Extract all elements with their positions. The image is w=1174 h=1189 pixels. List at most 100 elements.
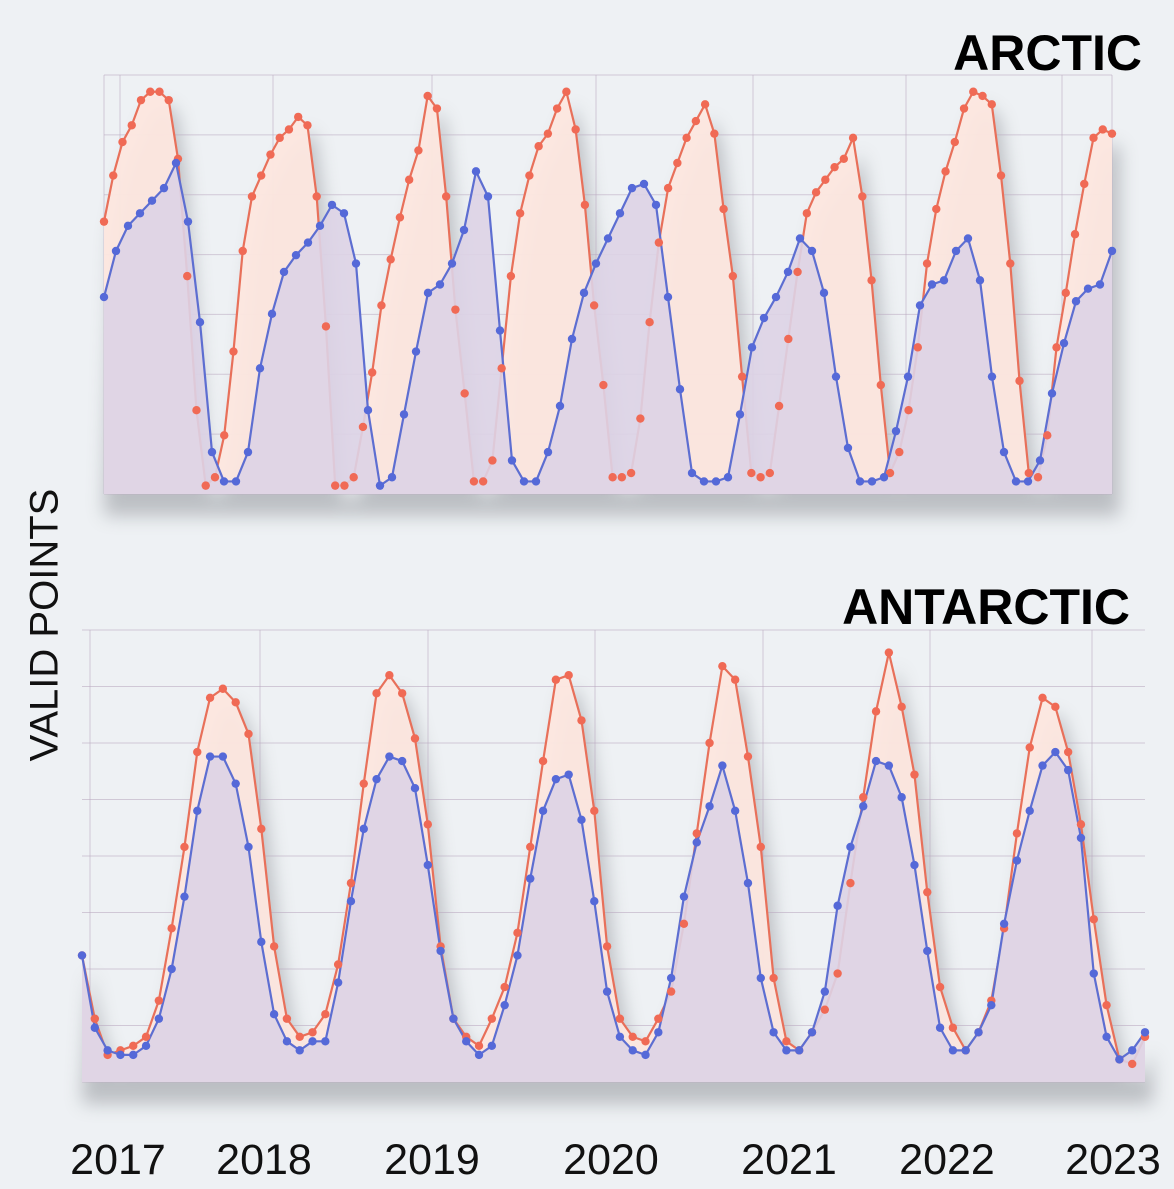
antarctic-red-data-point — [295, 1032, 304, 1042]
arctic-red-data-point — [155, 87, 164, 96]
arctic-red-data-point — [127, 121, 136, 130]
arctic-blue-data-point — [963, 234, 973, 243]
arctic-red-data-point — [414, 146, 423, 155]
arctic-red-data-point — [266, 150, 275, 159]
arctic-blue-data-point — [579, 288, 589, 298]
antarctic-red-data-point — [1076, 820, 1086, 829]
antarctic-blue-data-point — [999, 919, 1009, 928]
arctic-blue-data-point — [123, 221, 133, 231]
antarctic-blue-data-point — [782, 1046, 791, 1055]
antarctic-blue-data-point — [756, 973, 765, 983]
arctic-red-data-point — [349, 473, 358, 482]
antarctic-blue-data-point — [807, 1028, 817, 1037]
antarctic-red-data-point — [679, 919, 689, 928]
arctic-blue-data-point — [459, 225, 469, 235]
arctic-blue-data-point — [567, 334, 577, 344]
antarctic-red-data-point — [218, 684, 228, 693]
arctic-red-data-point — [710, 129, 719, 138]
antarctic-blue-data-point — [103, 1046, 112, 1055]
arctic-blue-data-point — [867, 477, 877, 486]
antarctic-blue-data-point — [526, 874, 535, 883]
arctic-red-data-point — [118, 137, 127, 147]
antarctic-red-data-point — [90, 1014, 100, 1023]
arctic-blue-data-point — [135, 209, 145, 218]
antarctic-red-data-point — [1012, 829, 1022, 838]
arctic-blue-data-point — [423, 288, 433, 298]
antarctic-red-data-point — [871, 707, 881, 716]
antarctic-blue-data-point — [487, 1041, 497, 1051]
antarctic-blue-data-point — [193, 806, 202, 815]
antarctic-blue-data-point — [333, 978, 343, 987]
antarctic-blue-data-point — [436, 946, 445, 956]
arctic-red-data-point — [1043, 431, 1052, 440]
arctic-blue-data-point — [231, 477, 241, 486]
arctic-blue-data-point — [699, 477, 709, 486]
arctic-blue-data-point — [531, 477, 541, 486]
antarctic-red-data-point — [231, 698, 240, 707]
antarctic-red-data-point — [141, 1032, 151, 1042]
arctic-red-data-point — [784, 334, 793, 344]
arctic-blue-data-point — [987, 372, 997, 381]
antarctic-red-data-point — [385, 671, 394, 680]
antarctic-red-data-point — [615, 1014, 625, 1023]
arctic-blue-data-point — [495, 326, 505, 335]
antarctic-blue-data-point — [321, 1037, 330, 1046]
arctic-red-data-point — [950, 137, 959, 147]
antarctic-title: ANTARCTIC — [842, 579, 1130, 635]
arctic-red-data-point — [497, 364, 506, 373]
antarctic-red-data-point — [205, 693, 215, 702]
arctic-blue-data-point — [411, 347, 421, 356]
antarctic-red-data-point — [641, 1037, 650, 1046]
arctic-red-data-point — [959, 104, 969, 113]
antarctic-blue-data-point — [666, 973, 676, 983]
arctic-red-data-point — [515, 209, 525, 218]
antarctic-blue-data-point — [500, 1000, 509, 1010]
arctic-red-data-point — [904, 406, 913, 415]
arctic-red-data-point — [876, 380, 886, 390]
antarctic-red-data-point — [193, 747, 202, 757]
antarctic-blue-data-point — [1025, 806, 1034, 815]
arctic-red-data-point — [774, 401, 784, 411]
antarctic-blue-data-point — [590, 897, 599, 906]
arctic-blue-data-point — [615, 209, 625, 218]
antarctic-red-data-point — [551, 675, 561, 684]
arctic-blue-data-point — [795, 234, 805, 243]
x-tick-label-2020: 2020 — [563, 1136, 659, 1184]
antarctic-blue-data-point — [577, 815, 586, 825]
antarctic-red-data-point — [1102, 1000, 1111, 1010]
antarctic-red-data-point — [1063, 747, 1073, 757]
arctic-blue-data-point — [267, 309, 277, 319]
antarctic-red-data-point — [244, 729, 253, 739]
arctic-blue-data-point — [327, 200, 337, 210]
arctic-blue-data-point — [759, 313, 769, 323]
arctic-blue-data-point — [339, 209, 349, 218]
arctic-blue-data-point — [447, 259, 457, 268]
arctic-red-data-point — [340, 481, 349, 490]
arctic-red-data-point — [377, 301, 386, 310]
antarctic-blue-data-point — [769, 1028, 778, 1037]
arctic-blue-data-point — [399, 410, 409, 419]
arctic-red-data-point — [525, 171, 534, 180]
arctic-blue-data-point — [375, 481, 385, 490]
antarctic-panel — [77, 629, 1153, 1104]
antarctic-red-data-point — [180, 842, 189, 852]
antarctic-red-data-point — [846, 878, 855, 888]
antarctic-red-data-point — [487, 1014, 497, 1023]
arctic-red-data-point — [978, 91, 987, 101]
arctic-red-data-point — [192, 406, 201, 415]
antarctic-red-data-point — [167, 924, 176, 933]
antarctic-blue-data-point — [1063, 765, 1073, 775]
antarctic-blue-data-point — [116, 1050, 125, 1060]
antarctic-blue-data-point — [923, 946, 932, 956]
arctic-red-data-point — [247, 192, 257, 201]
arctic-blue-data-point — [483, 192, 493, 201]
x-tick-label-2021: 2021 — [741, 1136, 837, 1184]
arctic-red-data-point — [1107, 129, 1117, 138]
antarctic-blue-data-point — [397, 756, 407, 766]
antarctic-red-data-point — [423, 820, 432, 829]
antarctic-blue-data-point — [795, 1046, 804, 1055]
antarctic-blue-data-point — [987, 1000, 996, 1010]
antarctic-blue-data-point — [1127, 1046, 1137, 1055]
antarctic-blue-data-point — [833, 901, 842, 910]
antarctic-red-data-point — [730, 675, 740, 684]
